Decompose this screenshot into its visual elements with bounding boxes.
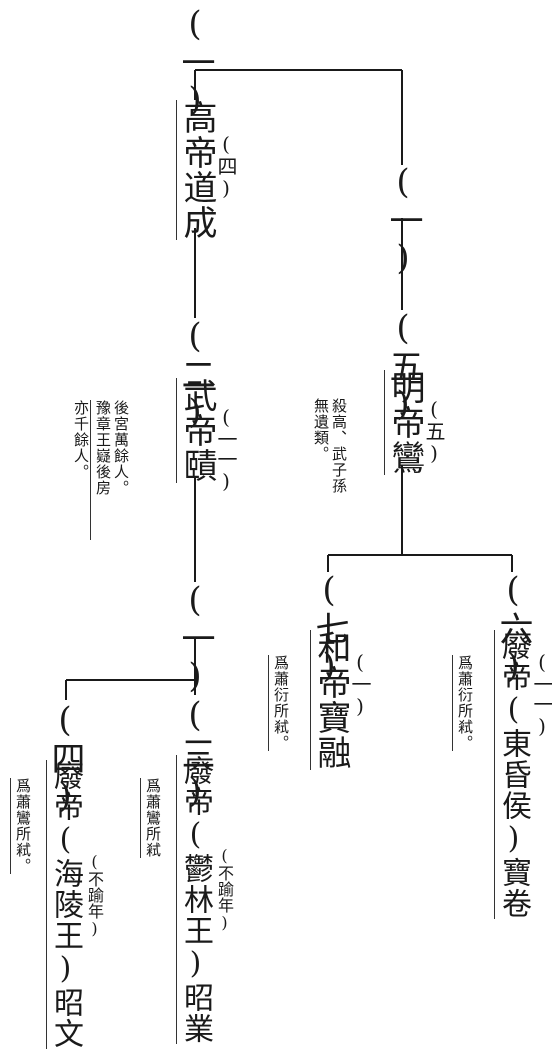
node-hedi-note: 爲蕭衍所弒。 <box>268 655 290 751</box>
node-wudi-gen: (一一) <box>214 405 238 493</box>
node-mingdi-name: 明帝鸞 <box>384 370 425 475</box>
node-hailing-gen: (不踰年) <box>85 852 104 938</box>
wudi-note-line-1: 後宮萬餘人。 <box>112 400 130 496</box>
branch-right-number: (一) <box>383 162 423 279</box>
node-wudi-note: 後宮萬餘人。 豫章王嶷後房 亦千餘人。 <box>72 400 130 540</box>
node-hedi-name: 和帝寶融 <box>310 630 351 770</box>
node-wudi-number: (二) <box>175 316 215 433</box>
node-hailing-name: 廢帝(海陵王)昭文 <box>46 760 83 1049</box>
node-yulin-note: 爲蕭鸞所弒 <box>140 778 162 858</box>
node-donghun-gen: (一一) <box>530 650 552 738</box>
wudi-note-line-3: 亦千餘人。 <box>72 400 90 480</box>
node-hailing-number: (四) <box>45 700 85 817</box>
node-mingdi-gen: (五) <box>422 397 446 465</box>
node-gaodi-name: 高帝道成 <box>176 100 217 240</box>
node-hailing-note: 爲蕭鸞所弒。 <box>10 778 32 874</box>
node-mingdi-number: (五) <box>383 308 423 425</box>
node-donghun-note: 爲蕭衍所弒。 <box>452 655 474 751</box>
node-gaodi-gen: (四) <box>214 132 238 200</box>
root-number: (一) <box>175 4 215 121</box>
node-yulin-name: 廢帝(鬱林王)昭業 <box>176 755 213 1044</box>
node-donghun-name: 廢帝(東昏侯)寶卷 <box>494 630 531 919</box>
node-wudi-name: 武帝賾 <box>176 378 217 483</box>
node-hedi-gen: (一) <box>348 650 372 718</box>
node-hedi-number: (七) <box>309 570 349 687</box>
mingdi-note-line-2: 無遺類。 <box>312 398 330 462</box>
genealogy-tree <box>65 69 513 700</box>
mingdi-note-line-1: 殺高、武子孫 <box>330 398 348 494</box>
node-mingdi-note: 殺高、武子孫 無遺類。 <box>312 398 348 494</box>
branch-mid-number: (一) <box>175 580 215 697</box>
node-yulin-number: (三) <box>175 695 215 812</box>
node-donghun-number: (六) <box>493 570 533 687</box>
wudi-note-line-2: 豫章王嶷後房 <box>90 400 112 540</box>
node-yulin-gen: (不踰年) <box>215 846 234 932</box>
